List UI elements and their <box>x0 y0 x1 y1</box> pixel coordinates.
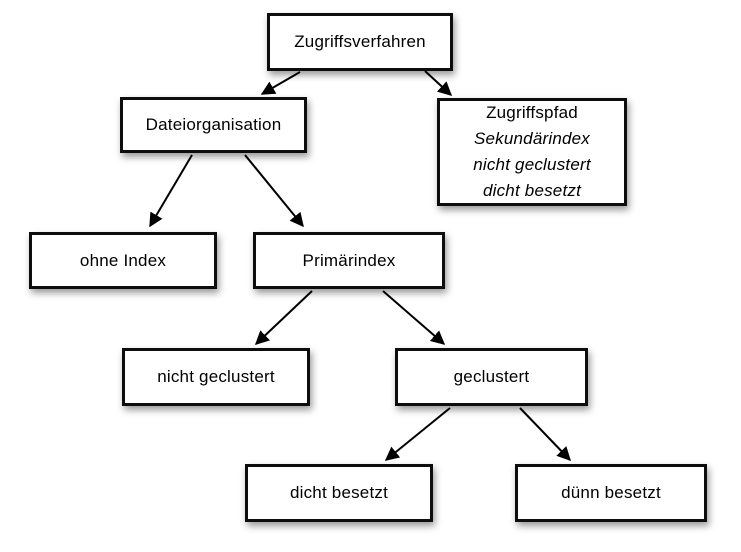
node-label: geclustert <box>453 367 530 386</box>
arrow-primaerindex-nicht-geclustert <box>254 290 313 345</box>
arrow-zugriffsverfahren-zugriffspfad <box>424 70 453 96</box>
node-label: Dateiorganisation <box>145 115 282 134</box>
node-zugriffspfad: Zugriffspfad Sekundärindex nicht geclust… <box>437 98 627 206</box>
node-geclustert: geclustert <box>395 348 588 406</box>
arrow-dateiorganisation-ohne-index <box>149 154 193 228</box>
node-label: Zugriffsverfahren <box>294 32 426 51</box>
node-label: dicht besetzt <box>289 483 389 502</box>
node-label: Primärindex <box>302 250 396 270</box>
node-label-line2: Sekundärindex <box>473 129 590 148</box>
arrow-dateiorganisation-primaerindex <box>244 154 304 228</box>
node-label-line4: dicht besetzt <box>482 181 582 200</box>
node-dateiorganisation: Dateiorganisation <box>120 97 307 153</box>
node-label: ohne Index <box>79 250 167 270</box>
node-duenn-besetzt: dünn besetzt <box>515 464 707 522</box>
arrow-geclustert-duenn-besetzt <box>519 407 571 462</box>
node-label: dünn besetzt <box>561 483 661 502</box>
node-label-line3: nicht geclustert <box>473 155 591 174</box>
node-nicht-geclustert: nicht geclustert <box>122 348 310 406</box>
node-dicht-besetzt: dicht besetzt <box>245 464 433 522</box>
arrow-primaerindex-geclustert <box>382 290 446 345</box>
node-label: nicht geclustert <box>157 367 275 386</box>
node-zugriffsverfahren: Zugriffsverfahren <box>267 13 453 71</box>
arrow-geclustert-dicht-besetzt <box>384 407 451 461</box>
arrow-zugriffsverfahren-dateiorganisation <box>260 71 301 95</box>
node-primaerindex: Primärindex <box>253 232 445 289</box>
node-label-line1: Zugriffspfad <box>486 103 578 122</box>
node-ohne-index: ohne Index <box>29 232 217 289</box>
